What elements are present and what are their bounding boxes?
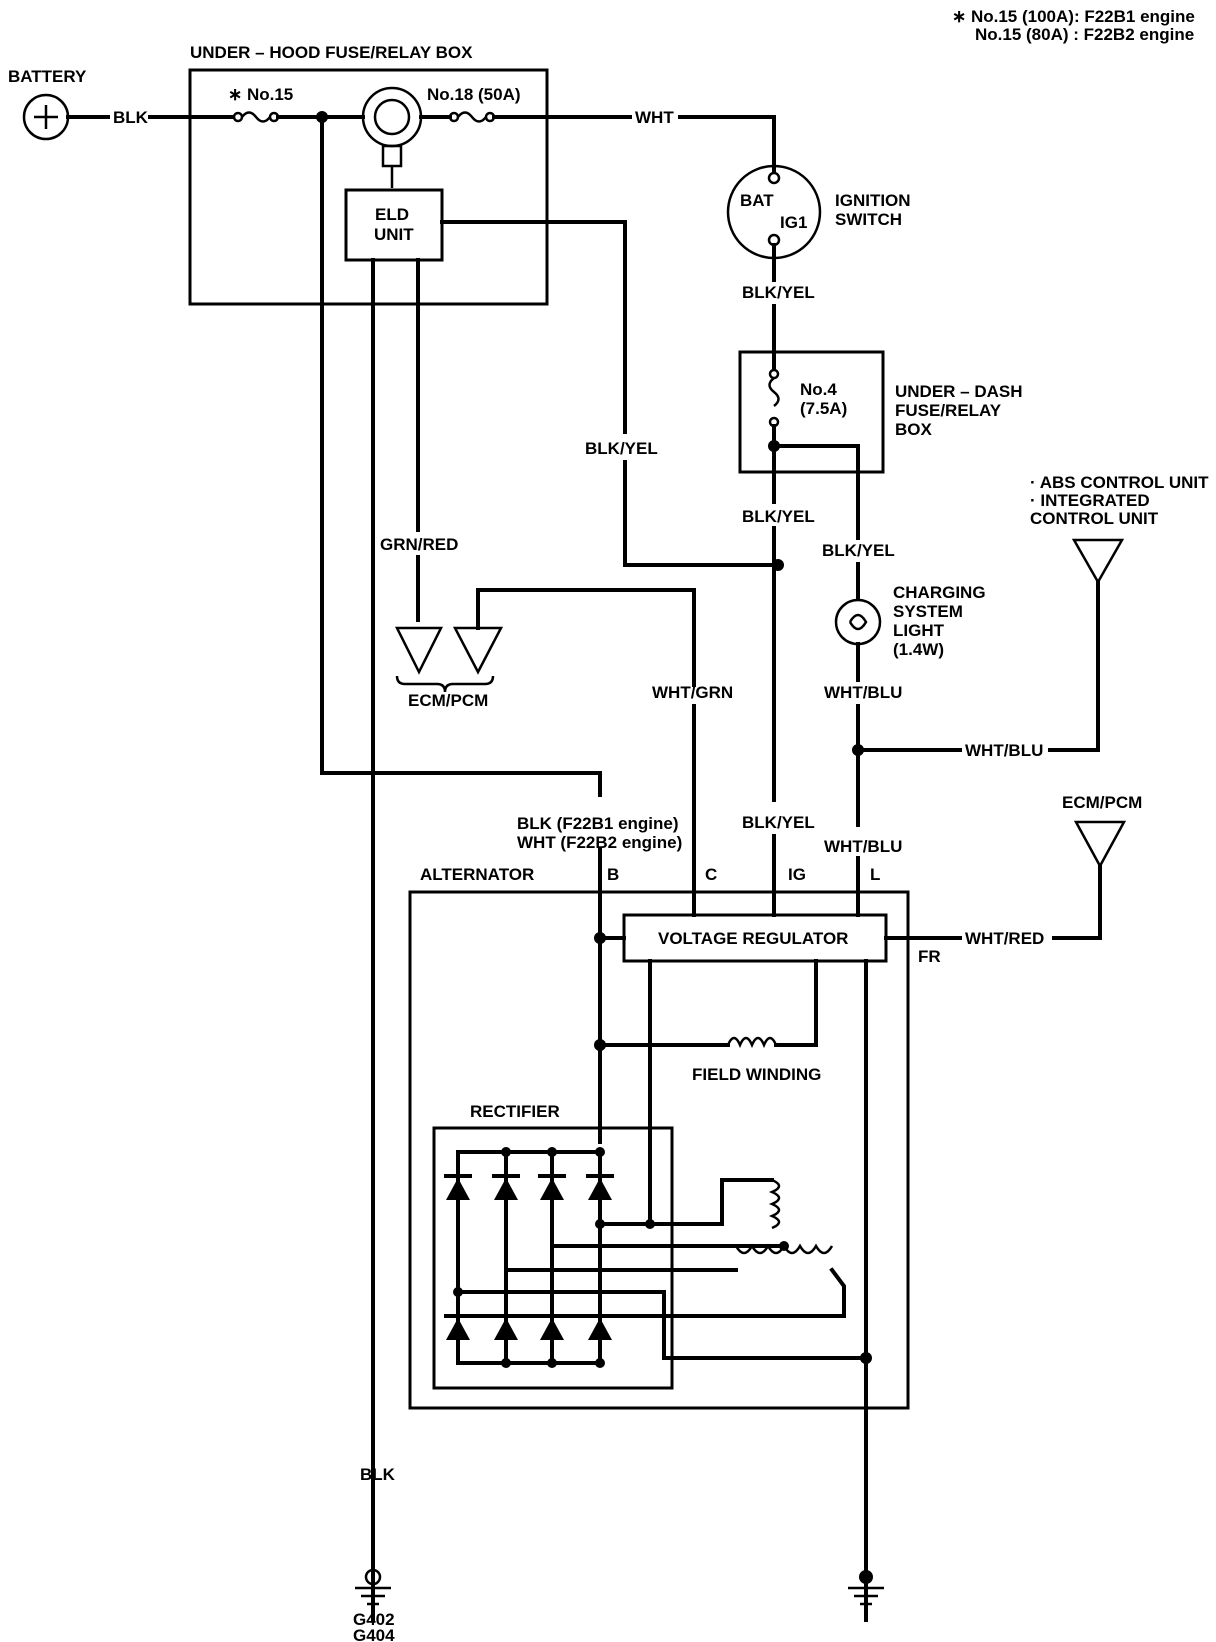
ecm-pcm-left-brace (395, 675, 495, 693)
field-wire-right (774, 959, 818, 1047)
stator-coil-1 (768, 1178, 781, 1230)
alternator-housing (408, 890, 910, 1410)
fuse-15-symbol (232, 111, 280, 123)
eld-blk-yel-wire-upper (440, 220, 627, 434)
wht-wire-top-right (678, 115, 776, 174)
wire-label-wht-red: WHT/RED (965, 929, 1044, 948)
voltage-regulator-label: VOLTAGE REGULATOR (658, 929, 848, 948)
fuse-15-label: ∗ No.15 (228, 85, 293, 104)
wire-label-wht-grn: WHT/GRN (652, 683, 733, 702)
ignition-bat-label: BAT (740, 191, 774, 210)
junction-blk-yel (772, 559, 784, 571)
fuse-18-label: No.18 (50A) (427, 85, 521, 104)
ground-label-g402: G402 (353, 1610, 395, 1629)
charging-light-bulb (834, 598, 882, 646)
wht-red-wire-right (1052, 864, 1102, 940)
battery-label: BATTERY (8, 67, 87, 86)
ecm-pcm-left-connector-1 (394, 626, 444, 675)
charging-light-line1: CHARGING (893, 583, 986, 602)
eld-blk-yel-wire-lower (623, 460, 780, 567)
footnote-line-2: No.15 (80A) : F22B2 engine (975, 25, 1194, 44)
stator-coil-3 (782, 1243, 834, 1255)
ignition-ig1-label: IG1 (780, 213, 807, 232)
rectifier-label: RECTIFIER (470, 1102, 560, 1121)
wire-label-grn-red: GRN/RED (380, 535, 458, 554)
underhood-fuse-relay-box (188, 68, 549, 306)
ignition-label-line1: IGNITION (835, 191, 911, 210)
ground-label-g404: G404 (353, 1626, 395, 1642)
charging-light-line3: LIGHT (893, 621, 945, 640)
relay-ring-terminal (361, 86, 423, 188)
wire-label-blk-yel-light: BLK/YEL (822, 541, 895, 560)
ground-symbol-right (848, 1570, 884, 1606)
stator-wire-1 (598, 1178, 774, 1226)
abs-unit-line3: CONTROL UNIT (1030, 509, 1159, 528)
wire-label-blk-ground: BLK (360, 1465, 396, 1484)
charging-light-line2: SYSTEM (893, 602, 963, 621)
junction-ground (860, 1352, 872, 1364)
blk-yel-light-wire-upper (772, 444, 860, 540)
terminal-b-label: B (607, 865, 619, 884)
wire-label-blk-yel-ign: BLK/YEL (742, 283, 815, 302)
stator-coil-2 (734, 1243, 786, 1255)
stator-wire-4 (456, 1267, 846, 1318)
eld-unit (344, 188, 444, 262)
wire-label-wht-blu-l: WHT/BLU (824, 837, 902, 856)
fuse-4-rating: (7.5A) (800, 399, 847, 418)
field-winding-label: FIELD WINDING (692, 1065, 821, 1084)
wire-label-blk-yel-ig: BLK/YEL (742, 813, 815, 832)
ecm-pcm-left-connector-2 (452, 626, 504, 675)
stator-wire-5 (456, 1290, 868, 1360)
underdash-label-line1: UNDER – DASH (895, 382, 1023, 401)
fuse-4-label: No.4 (800, 380, 837, 399)
abs-unit-connector (1071, 538, 1125, 585)
terminal-c-label: C (705, 865, 717, 884)
wire-label-blk-yel-eld: BLK/YEL (585, 439, 658, 458)
wire-label-wht-top: WHT (635, 108, 674, 127)
rectifier-bridge (432, 1126, 674, 1390)
ecm-pcm-left-label: ECM/PCM (408, 691, 488, 710)
wire-label-b-line2: WHT (F22B2 engine) (517, 833, 682, 852)
wire-label-wht-blu-abs: WHT/BLU (965, 741, 1043, 760)
footnote-line-1: ∗ No.15 (100A): F22B1 engine (952, 7, 1195, 26)
junction-b-regulator (594, 932, 606, 944)
field-winding-coil (726, 1036, 778, 1049)
eld-unit-line2: UNIT (374, 225, 414, 244)
b-wire-from-fuse15 (320, 115, 602, 797)
abs-unit-line1: · ABS CONTROL UNIT (1030, 473, 1209, 492)
terminal-fr-label: FR (918, 947, 941, 966)
fuse-4-symbol (768, 368, 780, 428)
ecm-pcm-right-connector (1073, 820, 1127, 869)
underhood-box-title: UNDER – HOOD FUSE/RELAY BOX (190, 43, 473, 62)
battery-symbol (22, 93, 70, 141)
wire-label-wht-blu-light: WHT/BLU (824, 683, 902, 702)
wire-label-blk-battery: BLK (113, 108, 149, 127)
underdash-fuse-relay-box (738, 350, 885, 474)
terminal-ig-label: IG (788, 865, 806, 884)
underdash-label-line2: FUSE/RELAY (895, 401, 1002, 420)
ignition-label-line2: SWITCH (835, 210, 902, 229)
wire-label-b-line1: BLK (F22B1 engine) (517, 814, 679, 833)
wire-label-blk-yel-dash: BLK/YEL (742, 507, 815, 526)
wht-blu-abs-wire-right (1048, 580, 1100, 752)
terminal-l-label: L (870, 865, 880, 884)
alternator-label: ALTERNATOR (420, 865, 534, 884)
rectifier-diodes (444, 1147, 614, 1368)
underdash-label-line3: BOX (895, 420, 933, 439)
abs-unit-line2: · INTEGRATED (1030, 491, 1150, 510)
ground-symbol-left (355, 1568, 391, 1606)
ecm-pcm-right-label: ECM/PCM (1062, 793, 1142, 812)
wht-grn-wire-upper (476, 588, 696, 687)
fuse-18-symbol (448, 111, 496, 123)
eld-unit-line1: ELD (375, 205, 409, 224)
charging-light-line4: (1.4W) (893, 640, 944, 659)
